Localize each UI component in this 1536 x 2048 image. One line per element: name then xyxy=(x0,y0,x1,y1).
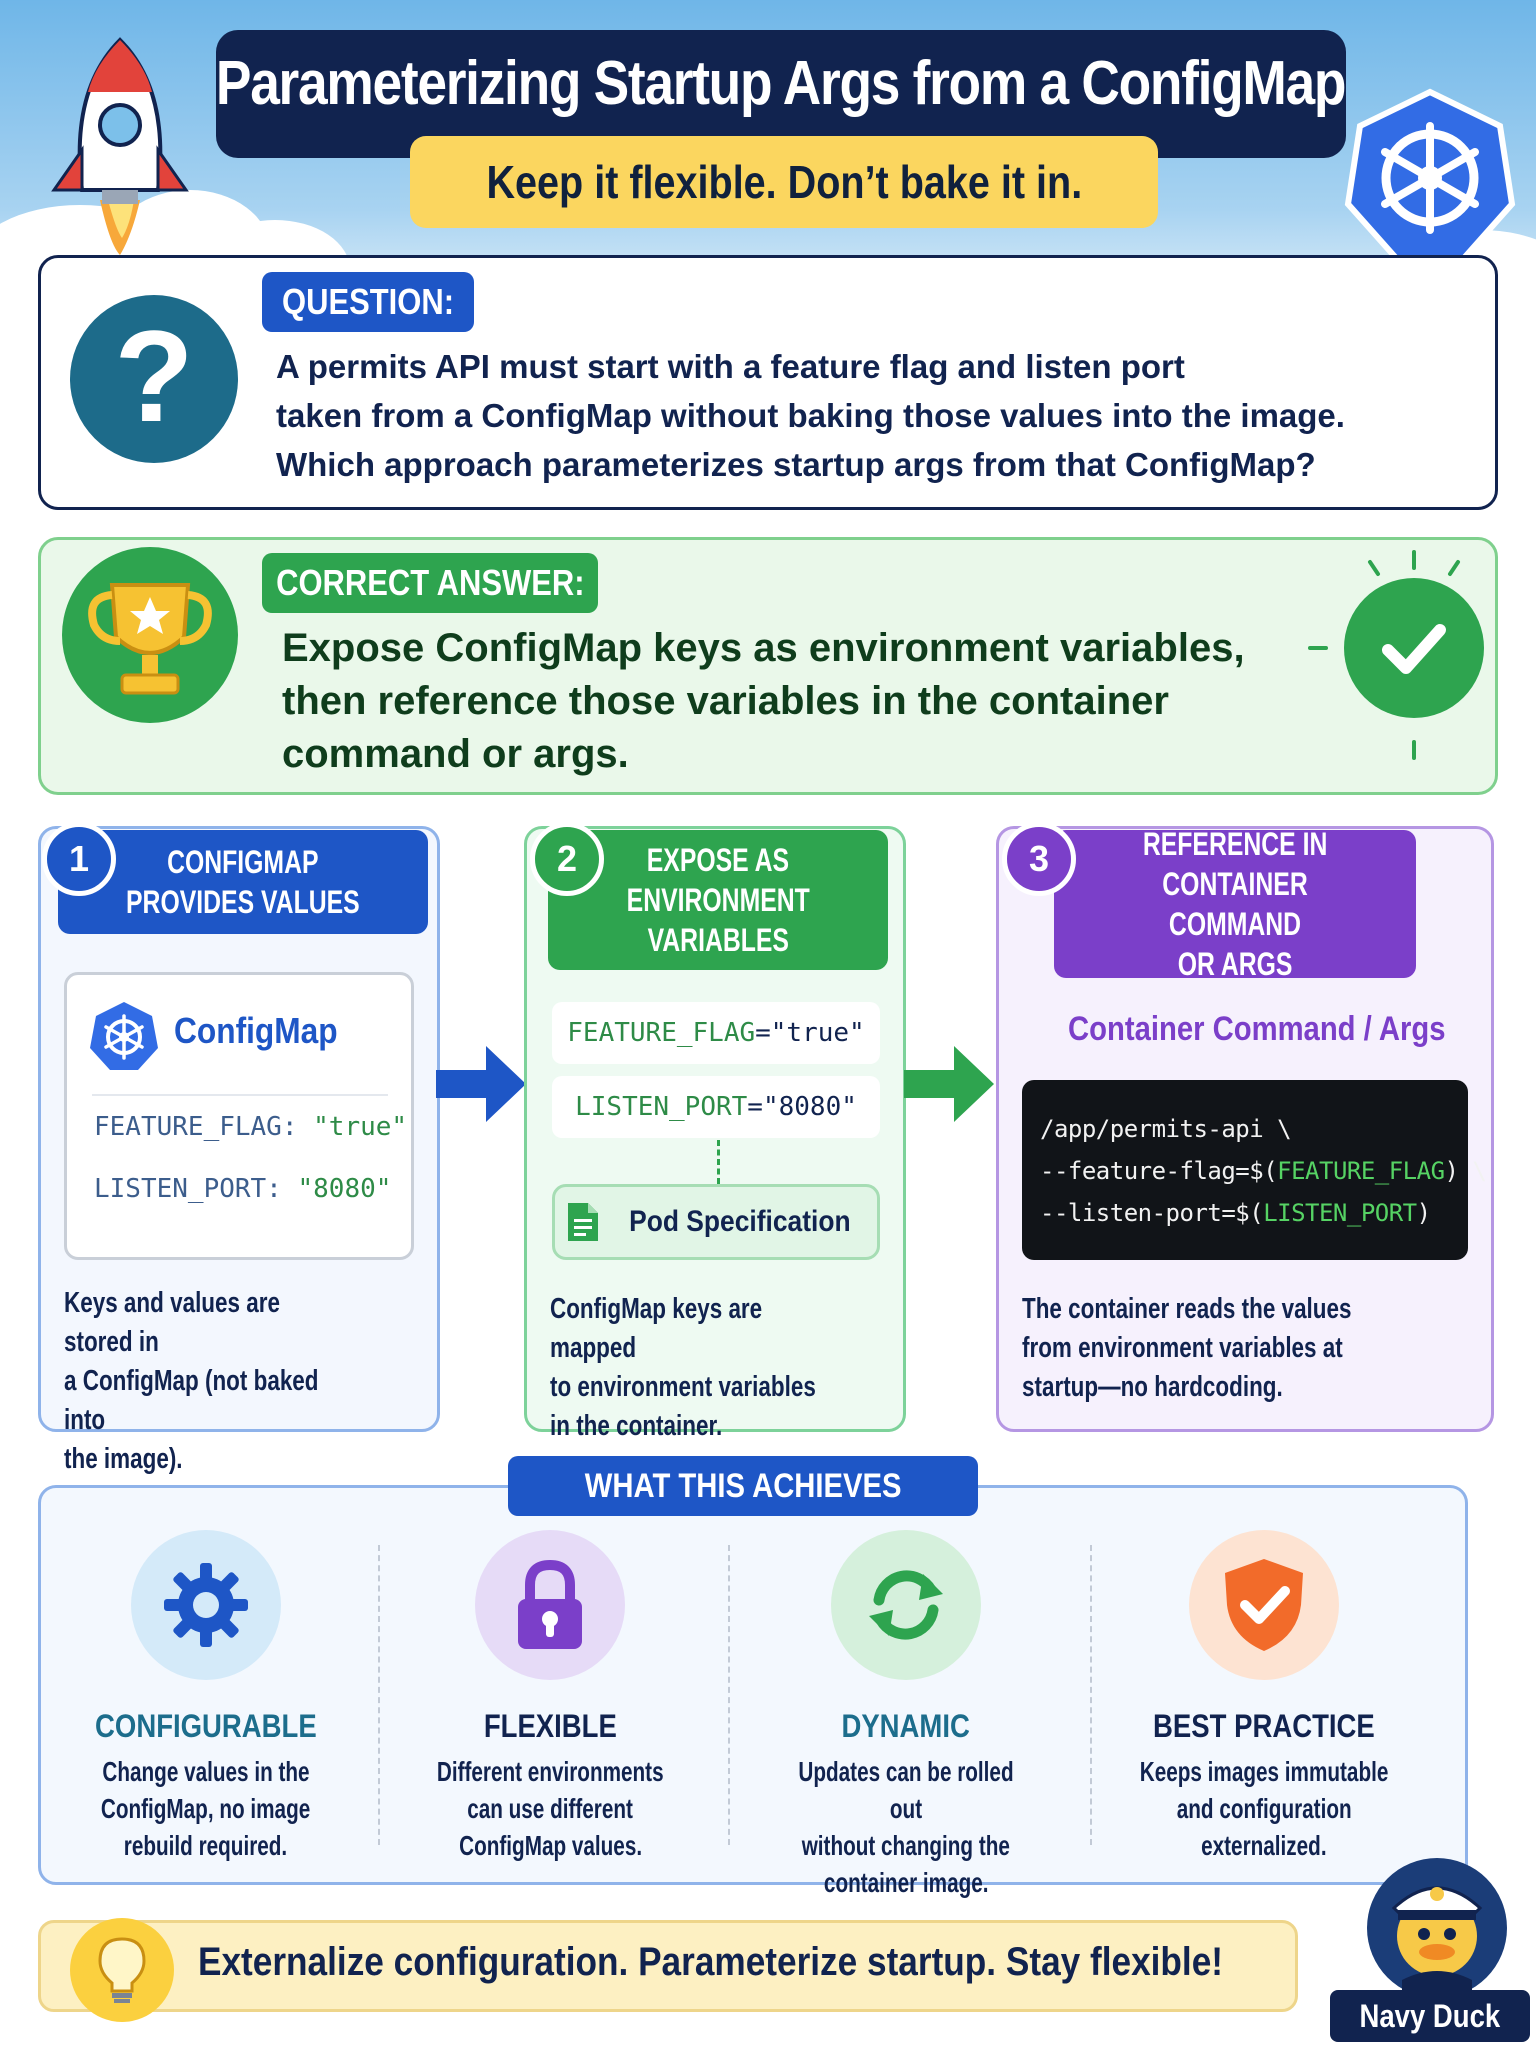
sparkle-lines-icon xyxy=(1308,550,1460,760)
container-command-title: Container Command / Args xyxy=(1068,1010,1446,1048)
benefit-title: CONFIGURABLE xyxy=(95,1708,317,1744)
terminal-code-block: /app/permits-api \ --feature-flag=$(FEAT… xyxy=(1022,1080,1487,1260)
checkmark-icon xyxy=(1344,578,1484,718)
footer-banner xyxy=(38,1920,1298,2012)
question-text: A permits API must start with a feature … xyxy=(276,348,1345,483)
benefit-title: DYNAMIC xyxy=(841,1708,971,1744)
subtitle-banner: Keep it flexible. Don’t bake it in. xyxy=(410,136,1158,228)
document-icon xyxy=(568,1203,599,1241)
navy-duck-mascot-icon xyxy=(1367,1858,1507,2000)
benefit-title: FLEXIBLE xyxy=(483,1708,617,1744)
env-var-entry: LISTEN_PORT = "8080" xyxy=(552,1076,880,1138)
configmap-entry: LISTEN_PORT: "8080" xyxy=(94,1174,392,1204)
code-line: --feature-flag=$(FEATURE_FLAG) \ xyxy=(1040,1157,1487,1185)
step-3-number: 3 xyxy=(1002,822,1076,896)
connector-line xyxy=(717,1140,720,1184)
brand-tag: Navy Duck xyxy=(1330,1990,1530,2042)
answer-card xyxy=(38,537,1498,795)
shield-check-icon xyxy=(1189,1530,1339,1680)
kubernetes-wheel-icon xyxy=(90,1002,158,1070)
step-2-number: 2 xyxy=(530,822,604,896)
answer-text: Expose ConfigMap keys as environment var… xyxy=(282,626,1245,776)
lightbulb-icon xyxy=(70,1918,174,2022)
pod-specification-label: Pod Specification xyxy=(629,1205,851,1238)
question-mark-icon: ? xyxy=(70,295,238,463)
footer-text: Externalize configuration. Parameterize … xyxy=(198,1940,1224,1984)
gear-icon xyxy=(131,1530,281,1680)
configmap-title: ConfigMap xyxy=(174,1010,338,1051)
achievements-label: WHAT THIS ACHIEVES xyxy=(508,1456,978,1516)
divider xyxy=(92,1094,388,1096)
rocket-icon xyxy=(51,37,189,255)
arrow-right-icon xyxy=(436,1046,526,1122)
configmap-entry: FEATURE_FLAG: "true" xyxy=(94,1112,408,1142)
kubernetes-logo-icon xyxy=(1344,88,1516,261)
divider xyxy=(1090,1545,1092,1845)
page-title: Parameterizing Startup Args from a Confi… xyxy=(216,49,1347,118)
code-line: --listen-port=$(LISTEN_PORT) xyxy=(1040,1199,1431,1227)
step-1-number: 1 xyxy=(42,822,116,896)
code-line: /app/permits-api \ xyxy=(1040,1115,1292,1143)
pod-specification-box: Pod Specification xyxy=(552,1184,880,1260)
answer-label: CORRECT ANSWER: xyxy=(262,553,598,613)
arrow-right-icon xyxy=(904,1046,994,1122)
lock-icon xyxy=(475,1530,625,1680)
question-label: QUESTION: xyxy=(262,272,474,332)
divider xyxy=(728,1545,730,1845)
divider xyxy=(378,1545,380,1845)
benefit-title: BEST PRACTICE xyxy=(1153,1708,1375,1744)
trophy-icon xyxy=(62,547,238,723)
refresh-icon xyxy=(831,1530,981,1680)
env-var-entry: FEATURE_FLAG = "true" xyxy=(552,1002,880,1064)
page-subtitle: Keep it flexible. Don’t bake it in. xyxy=(486,156,1082,208)
